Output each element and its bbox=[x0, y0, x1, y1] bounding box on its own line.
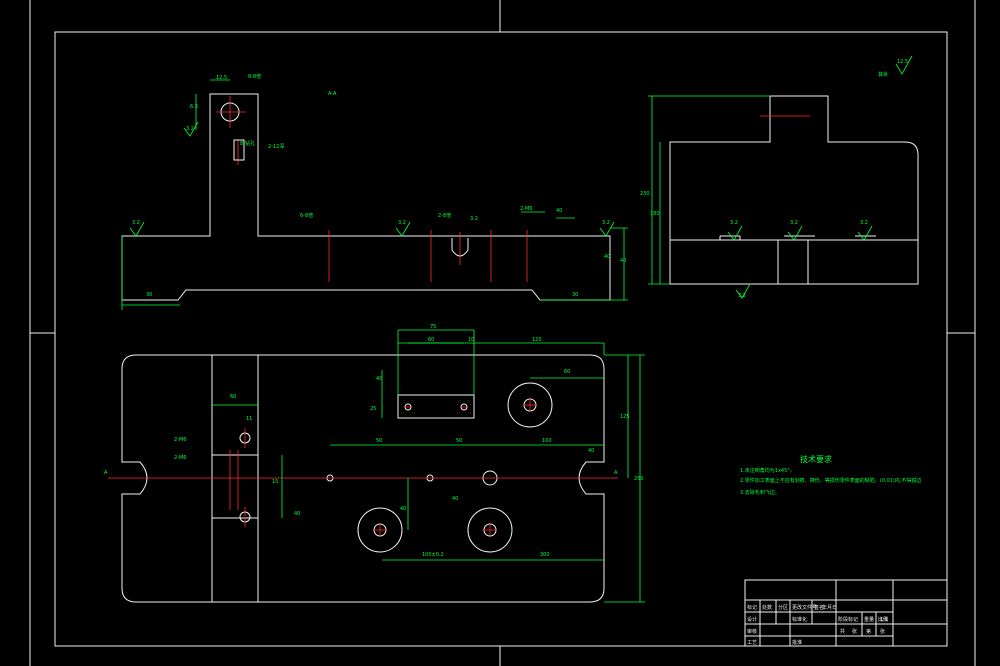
tb-cell-weight: 重量 bbox=[864, 616, 874, 623]
top-dim-40-b: 40 bbox=[400, 506, 406, 512]
section-mark-right: A bbox=[614, 470, 618, 476]
dim-40-c: 40 bbox=[604, 254, 610, 260]
dim-30-a: 30 bbox=[146, 292, 152, 298]
top-dim-120: 120 bbox=[532, 337, 542, 343]
dim-hole-note-1: 8-8倍 bbox=[248, 73, 261, 80]
dim-40-b: 40 bbox=[556, 208, 562, 214]
tb-cell-change-doc: 更改文件号 bbox=[792, 604, 817, 611]
tb-cell-sheets-a: 张 bbox=[852, 628, 857, 635]
title-block: 标记 处数 分区 更改文件号 签名 年月日 设计 标准化 阶段标记 重量 比例 … bbox=[744, 579, 948, 647]
top-dim-m6-b: 2-M6 bbox=[174, 455, 186, 461]
tb-cell-mark: 标记 bbox=[747, 604, 757, 611]
top-dim-300: 300 bbox=[540, 552, 550, 558]
tb-cell-scale: 比例 bbox=[878, 616, 888, 623]
tb-cell-ratio: 1:1 bbox=[880, 617, 888, 623]
note-line-1: 1.未注倒角均为1x45°。 bbox=[740, 467, 795, 474]
dim-3-2-h: 3.2 bbox=[860, 220, 868, 226]
tb-cell-design: 设计 bbox=[747, 616, 757, 623]
tb-cell-sign: 签名 bbox=[814, 604, 824, 611]
top-dim-40-a: 40 bbox=[376, 376, 382, 382]
front-section-view: 12.5 8-8倍 6.3 3.2 2-12深 8-钻孔 3.2 6-8倍 3.… bbox=[121, 73, 628, 310]
dim-3-2-c: 3.2 bbox=[398, 220, 406, 226]
dim-3-2-b: 3.2 bbox=[132, 220, 140, 226]
tb-cell-sheets-b: 张 bbox=[880, 628, 885, 635]
roughness-label: 其余 bbox=[878, 71, 888, 78]
dim-3-2-a: 3.2 bbox=[186, 126, 194, 132]
dim-3-2-e: 3.2 bbox=[602, 220, 610, 226]
dim-6-3: 6.3 bbox=[190, 104, 198, 110]
dim-3-2-g: 3.2 bbox=[790, 220, 798, 226]
tb-cell-total: 共 bbox=[840, 628, 845, 635]
top-dim-250: 250 bbox=[634, 476, 644, 482]
note-line-2: 2.零件加工表面上不应有划痕、擦伤、等损伤零件表面的缺陷。(0.01)内,不得锐… bbox=[740, 477, 921, 484]
top-dim-125: 125 bbox=[620, 414, 630, 420]
tb-cell-count: 处数 bbox=[762, 604, 772, 611]
top-dim-40-c: 40 bbox=[452, 496, 458, 502]
top-dim-60-c: 60 bbox=[230, 394, 236, 400]
technical-notes: 技术要求 1.未注倒角均为1x45°。 2.零件加工表面上不应有划痕、擦伤、等损… bbox=[740, 454, 921, 496]
dim-m6: 2-M6 bbox=[520, 206, 532, 212]
section-label: A-A bbox=[328, 91, 337, 97]
tb-cell-standard: 标准化 bbox=[792, 616, 807, 623]
roughness-value: 12.5 bbox=[897, 59, 908, 65]
top-dim-10: 10 bbox=[468, 337, 474, 343]
dim-3-2-i: 3.2 bbox=[738, 293, 746, 299]
top-dim-m6-a: 2-M6 bbox=[174, 437, 186, 443]
top-dim-40-e: 40 bbox=[294, 511, 300, 517]
tb-cell-approve: 批准 bbox=[792, 639, 802, 646]
top-dim-100: 100 bbox=[542, 438, 552, 444]
top-view: 75 60 10 120 60 40 25 60 11 15 2-M6 2-M6… bbox=[104, 324, 645, 603]
top-dim-75: 75 bbox=[430, 324, 436, 330]
dim-230: 230 bbox=[640, 191, 650, 197]
top-dim-50-b: 50 bbox=[456, 438, 462, 444]
sheet-border bbox=[29, 0, 976, 666]
top-dim-11: 11 bbox=[246, 416, 252, 422]
top-dim-60-a: 60 bbox=[428, 337, 434, 343]
dim-hole-note-5: 2-8倍 bbox=[438, 212, 451, 219]
tb-cell-no: 第 bbox=[866, 628, 871, 635]
dim-40-a: 40 bbox=[620, 258, 626, 264]
tb-cell-process: 工艺 bbox=[747, 640, 757, 646]
dim-12-5: 12.5 bbox=[216, 75, 227, 81]
dim-30-b: 30 bbox=[572, 292, 578, 298]
tb-cell-date: 年月日 bbox=[822, 604, 837, 611]
dim-hole-note-3: 8-钻孔 bbox=[240, 140, 255, 147]
note-line-3: 3.去除毛刺飞边。 bbox=[740, 489, 780, 496]
top-dim-40-d: 40 bbox=[588, 448, 594, 454]
dim-180: 180 bbox=[650, 211, 660, 217]
notes-heading: 技术要求 bbox=[800, 454, 832, 464]
top-dim-50-a: 50 bbox=[376, 438, 382, 444]
top-dim-25: 25 bbox=[370, 406, 376, 412]
dim-3-2-f: 3.2 bbox=[730, 220, 738, 226]
dim-hole-note-2: 2-12深 bbox=[268, 143, 284, 150]
tb-cell-zone: 分区 bbox=[778, 604, 788, 611]
top-dim-15: 15 bbox=[272, 479, 278, 485]
tb-cell-review: 审核 bbox=[747, 628, 757, 635]
dim-hole-note-4: 6-8倍 bbox=[300, 212, 313, 219]
side-view: 230 180 3.2 3.2 3.2 3.2 其余 12.5 bbox=[640, 55, 919, 299]
section-mark-left: A bbox=[104, 470, 108, 476]
top-dim-100-tol: 100±0.2 bbox=[422, 552, 444, 558]
top-dim-60-b: 60 bbox=[564, 369, 570, 375]
dim-3-2-d: 3.2 bbox=[470, 216, 478, 222]
tb-cell-stage: 阶段标记 bbox=[838, 616, 858, 623]
